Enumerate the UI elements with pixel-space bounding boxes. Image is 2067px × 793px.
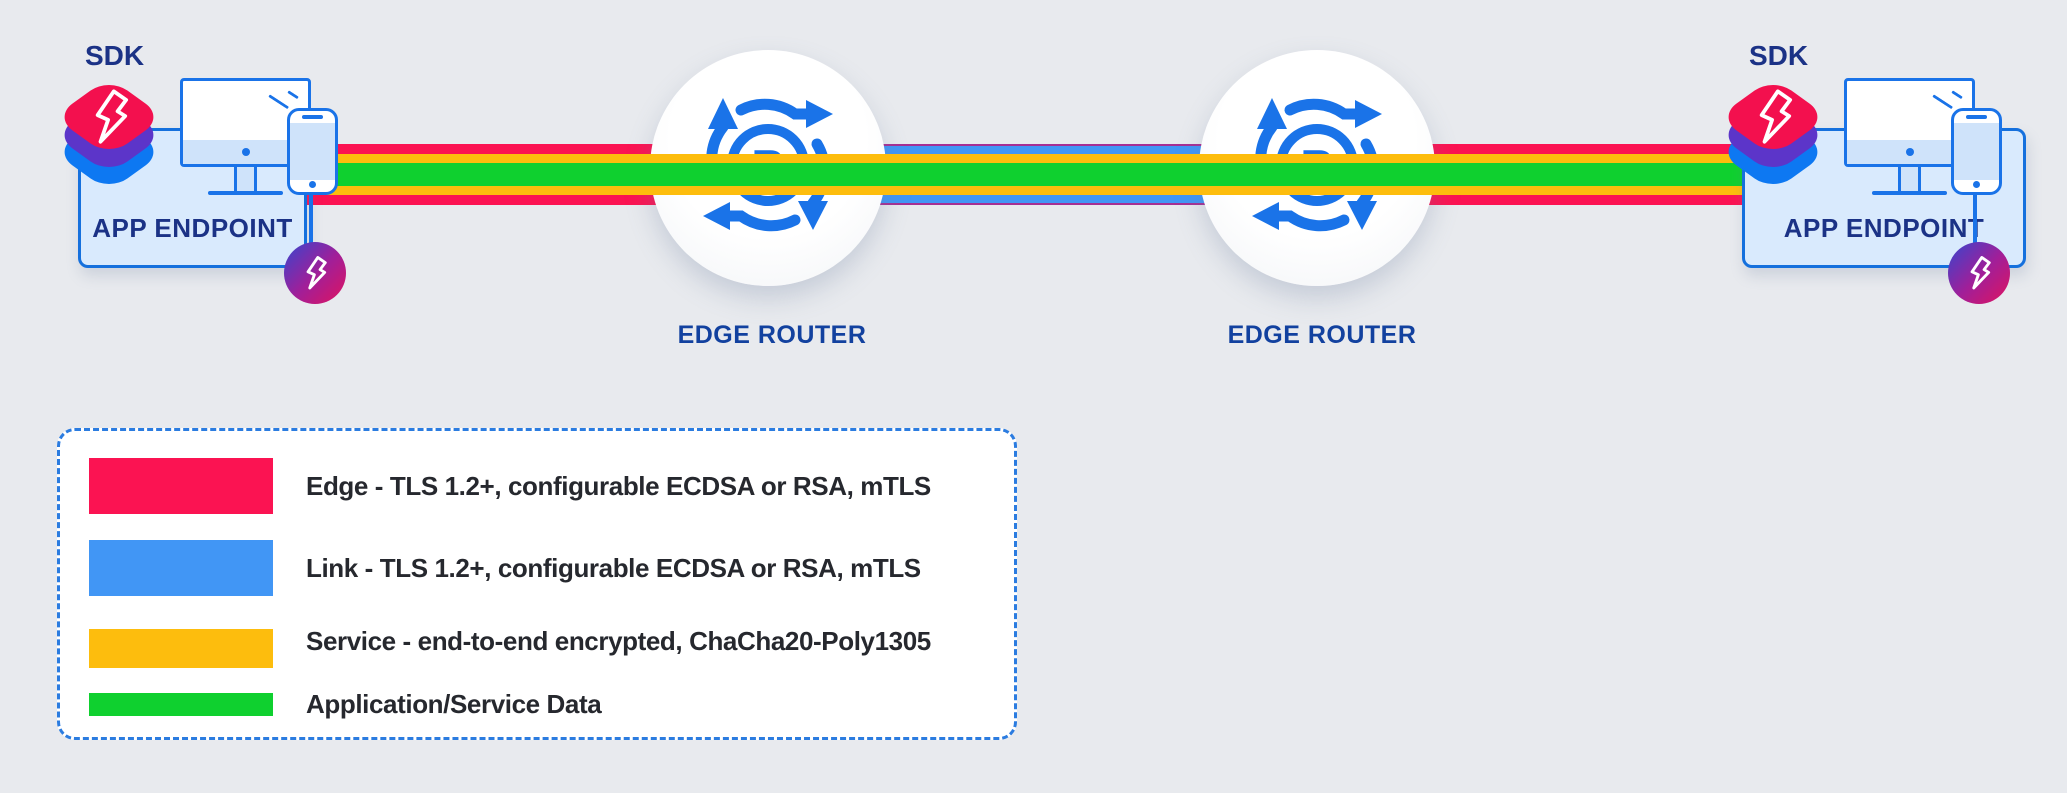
sdk-label: SDK [85, 40, 145, 71]
lightning-bolt-icon [95, 89, 129, 144]
monitor-stand-base [208, 191, 283, 195]
phone-home-button [1973, 181, 1980, 188]
legend-swatch-link [89, 540, 273, 596]
link-tls-band-top [768, 144, 1317, 154]
legend-label-service: Service - end-to-end encrypted, ChaCha20… [306, 626, 931, 656]
monitor-stand [1898, 167, 1921, 193]
sdk-label: SDK [1749, 40, 1809, 71]
phone-screen [1954, 123, 1999, 180]
edge-router-left-label: EDGE ROUTER [677, 321, 867, 349]
service-e2e-band-bottom [295, 186, 1747, 195]
phone-icon [287, 108, 338, 195]
app-endpoint-label: APP ENDPOINT [1783, 213, 1985, 243]
application-data-band [295, 163, 1747, 186]
badge-connector-line [1973, 195, 1977, 245]
legend-swatch-service [89, 629, 273, 668]
legend-label-link: Link - TLS 1.2+, configurable ECDSA or R… [306, 553, 921, 583]
phone-icon [1951, 108, 2002, 195]
phone-speaker [302, 115, 323, 119]
lightning-bolt-icon [1759, 89, 1793, 144]
app-endpoint-right: SDK APP ENDPOINT [1717, 40, 2052, 340]
app-endpoint-left: SDK APP ENDPOINT [53, 40, 388, 340]
phone-screen [290, 123, 335, 180]
lightning-bolt-icon [306, 256, 327, 290]
app-endpoint-label: APP ENDPOINT [92, 213, 293, 243]
ziti-badge-icon [1948, 242, 2010, 304]
link-tls-band-bottom [768, 195, 1317, 205]
legend-label-edge: Edge - TLS 1.2+, configurable ECDSA or R… [306, 471, 931, 501]
service-e2e-band-top [295, 154, 1747, 163]
badge-connector-line [309, 195, 313, 245]
legend-swatch-edge [89, 458, 273, 514]
edge-router-right-label: EDGE ROUTER [1227, 321, 1417, 349]
legend-swatch-application [89, 693, 273, 716]
monitor-stand-base [1872, 191, 1947, 195]
phone-speaker [1966, 115, 1987, 119]
phone-home-button [309, 181, 316, 188]
lightning-bolt-icon [1970, 256, 1991, 290]
legend-label-application: Application/Service Data [306, 689, 602, 719]
monitor-dot [1905, 148, 1914, 156]
ziti-badge-icon [284, 242, 346, 304]
legend: Edge - TLS 1.2+, configurable ECDSA or R… [57, 428, 1017, 740]
monitor-dot [241, 148, 250, 156]
monitor-stand [234, 167, 257, 193]
